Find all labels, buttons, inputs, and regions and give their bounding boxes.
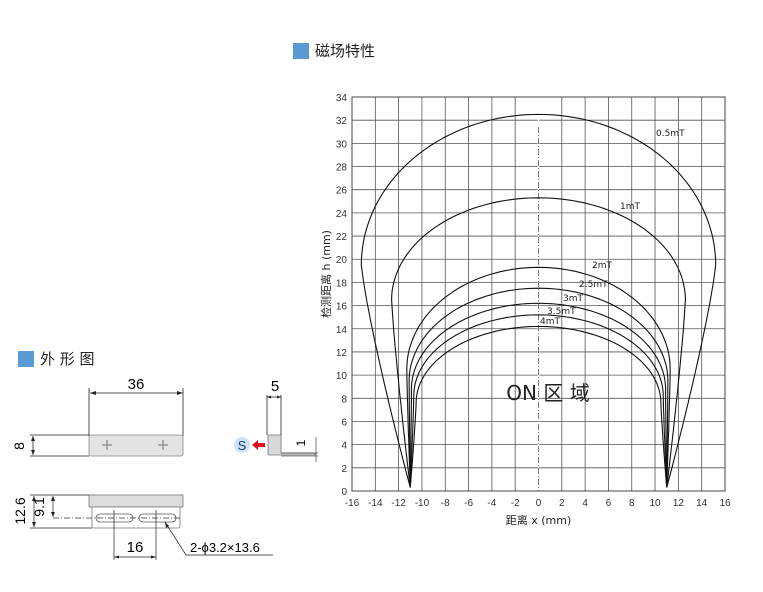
- plate-thickness-dimension: 1: [294, 439, 308, 446]
- x-tick-label: 8: [629, 498, 635, 509]
- curve-label: 2.5mT: [579, 280, 608, 290]
- outline-top-view: 36 8: [11, 376, 184, 457]
- y-tick-label: 8: [341, 394, 347, 405]
- x-tick-label: -2: [511, 498, 520, 509]
- slot-spec: 2-ϕ3.2×13.6: [190, 540, 260, 555]
- overall-height-dimension: 12.6: [12, 497, 28, 524]
- curve-label: 4mT: [540, 317, 560, 327]
- x-tick-label: 12: [673, 498, 685, 509]
- x-tick-label: 2: [559, 498, 565, 509]
- outline-drawing-title: 外 形 图: [18, 348, 95, 369]
- x-tick-label: 6: [606, 498, 612, 509]
- y-tick-label: 0: [341, 487, 347, 498]
- y-tick-label: 20: [336, 255, 348, 266]
- x-tick-label: -8: [441, 498, 450, 509]
- magnetic-title-text: 磁场特性: [315, 42, 376, 60]
- curve-label: 3.5mT: [547, 307, 576, 317]
- y-tick-label: 26: [336, 186, 348, 197]
- on-zone-label: ON 区 域: [506, 381, 589, 405]
- x-axis-label: 距离 x (mm): [506, 513, 572, 527]
- curve-label: 3mT: [563, 294, 583, 304]
- y-tick-label: 12: [336, 348, 348, 359]
- y-tick-label: 34: [336, 93, 348, 104]
- section-marker-icon: [293, 42, 309, 59]
- field-curve-3mT: [409, 302, 668, 488]
- y-tick-label: 10: [336, 371, 348, 382]
- x-tick-label: 4: [582, 498, 588, 509]
- x-tick-label: 10: [650, 498, 662, 509]
- y-axis-label: 检测距离 h (mm): [319, 230, 333, 318]
- y-tick-label: 22: [336, 232, 348, 243]
- y-tick-label: 6: [341, 417, 347, 428]
- outline-front-view: 16 12.6 9.1 2-ϕ3.2×13.6: [12, 494, 273, 560]
- field-curve-0_5mT: [360, 113, 717, 488]
- width-dimension: 36: [128, 376, 145, 393]
- pole-label: S: [238, 438, 247, 453]
- curve-label: 1mT: [620, 202, 640, 212]
- field-curve-4mT: [409, 325, 668, 488]
- field-curve-2mT: [406, 266, 671, 488]
- y-tick-label: 18: [336, 278, 348, 289]
- x-tick-label: -12: [391, 498, 406, 509]
- x-tick-label: 16: [719, 498, 731, 509]
- chart-curves: [360, 113, 717, 488]
- x-tick-label: -16: [345, 498, 360, 509]
- pole-indicator: [234, 437, 250, 453]
- height-dimension: 8: [11, 442, 27, 450]
- y-tick-label: 2: [341, 464, 347, 475]
- x-tick-label: -4: [487, 498, 496, 509]
- x-tick-label: 0: [536, 498, 542, 509]
- curve-label: 2mT: [592, 261, 612, 271]
- slot-pitch-dimension: 16: [127, 539, 144, 556]
- y-tick-label: 32: [336, 116, 348, 127]
- x-tick-label: -6: [464, 498, 473, 509]
- curve-label: 0.5mT: [656, 129, 685, 139]
- y-tick-label: 4: [341, 441, 347, 452]
- chart-grid: [351, 96, 726, 492]
- sensor-cap: [88, 494, 184, 508]
- outline-side-view: 5 1 S: [234, 378, 318, 462]
- thickness-dimension: 5: [271, 378, 279, 395]
- y-tick-label: 16: [336, 302, 348, 313]
- magnet-direction-arrow-icon: [252, 440, 265, 450]
- magnetic-characteristics-title: 磁场特性: [293, 40, 375, 61]
- y-tick-label: 28: [336, 163, 348, 174]
- slot-leader-line: [164, 521, 273, 556]
- sensor-body-top: [88, 434, 184, 457]
- x-tick-label: -10: [415, 498, 430, 509]
- y-tick-label: 24: [336, 209, 348, 220]
- x-tick-label: 14: [696, 498, 708, 509]
- field-curve-2_5mT: [408, 287, 669, 488]
- field-curve-3_5mT: [409, 314, 668, 488]
- section-marker-icon: [18, 350, 34, 367]
- outline-title-text: 外 形 图: [40, 350, 95, 368]
- y-tick-label: 14: [336, 325, 348, 336]
- x-tick-label: -14: [368, 498, 383, 509]
- slot-height-dimension: 9.1: [31, 497, 47, 517]
- y-tick-label: 30: [336, 139, 348, 150]
- mounting-cross-icon: [102, 440, 168, 450]
- field-curve-1mT: [391, 197, 686, 488]
